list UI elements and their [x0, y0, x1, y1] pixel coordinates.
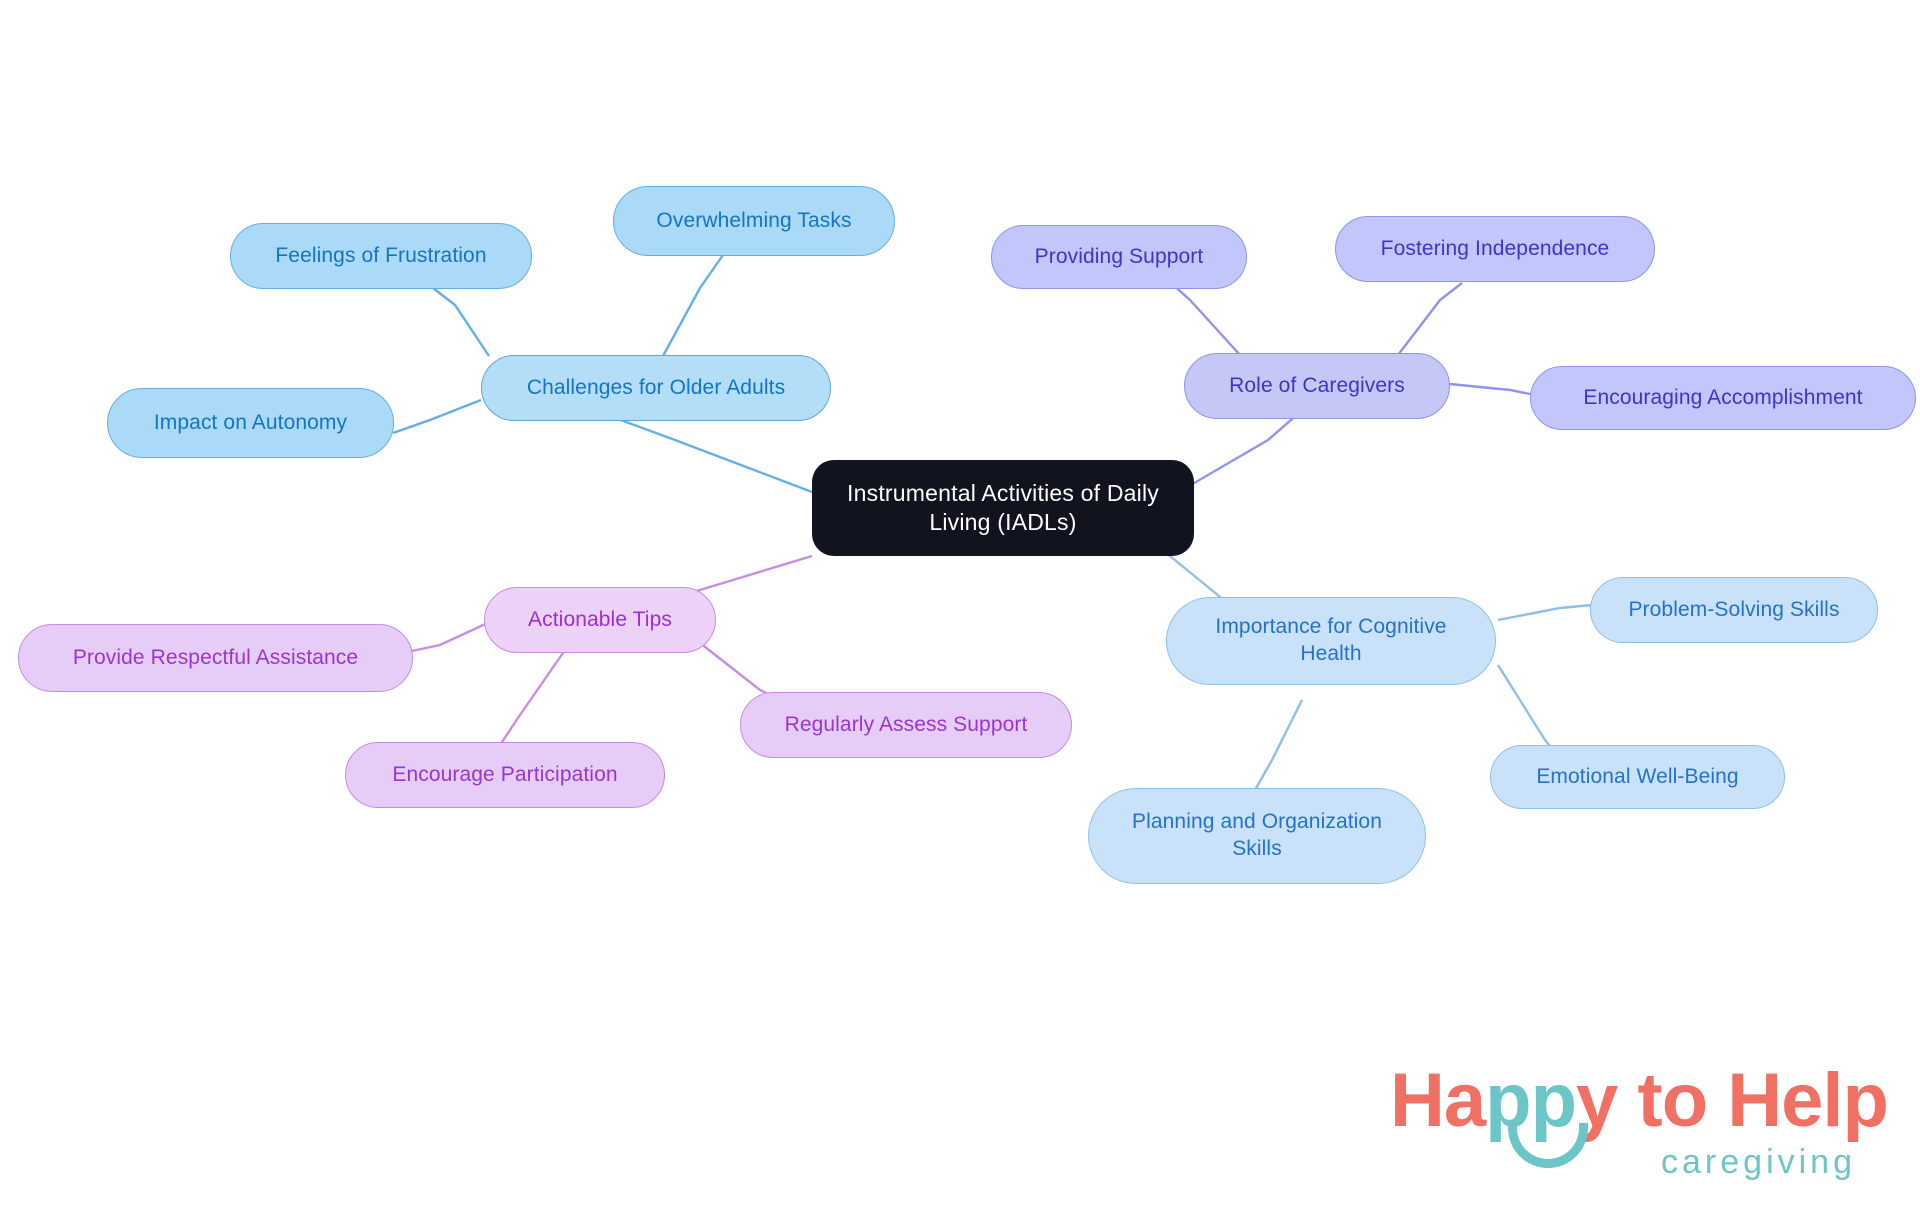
mindmap-node-providing-support[interactable]: Providing Support — [991, 225, 1247, 289]
mindmap-node-impact-on-autonomy[interactable]: Impact on Autonomy — [107, 388, 394, 458]
mindmap-node-challenges-for-older-adults[interactable]: Challenges for Older Adults — [481, 355, 831, 421]
mindmap-node-importance-for-cognitive-health[interactable]: Importance for Cognitive Health — [1166, 597, 1496, 685]
mindmap-node-feelings-of-frustration[interactable]: Feelings of Frustration — [230, 223, 532, 289]
brand-logo: Happy to Help caregiving — [1390, 1063, 1889, 1193]
mindmap-node-role-of-caregivers[interactable]: Role of Caregivers — [1184, 353, 1450, 419]
mindmap-node-root[interactable]: Instrumental Activities of Daily Living … — [812, 460, 1194, 556]
brand-word-happy-prefix: Ha — [1390, 1058, 1486, 1143]
brand-tagline: caregiving — [1661, 1143, 1856, 1181]
mindmap-node-encourage-participation[interactable]: Encourage Participation — [345, 742, 665, 808]
mindmap-node-actionable-tips[interactable]: Actionable Tips — [484, 587, 716, 653]
mindmap-node-overwhelming-tasks[interactable]: Overwhelming Tasks — [613, 186, 895, 256]
mindmap-node-regularly-assess-support[interactable]: Regularly Assess Support — [740, 692, 1072, 758]
mindmap-node-provide-respectful-assistance[interactable]: Provide Respectful Assistance — [18, 624, 413, 692]
smile-icon — [1508, 1123, 1588, 1168]
mindmap-node-fostering-independence[interactable]: Fostering Independence — [1335, 216, 1655, 282]
mindmap-node-planning-and-organization-skills[interactable]: Planning and Organization Skills — [1088, 788, 1426, 884]
mindmap-node-encouraging-accomplishment[interactable]: Encouraging Accomplishment — [1530, 366, 1916, 430]
mindmap-node-emotional-well-being[interactable]: Emotional Well-Being — [1490, 745, 1785, 809]
brand-word-happy-suffix: y to Help — [1576, 1058, 1889, 1143]
mindmap-node-problem-solving-skills[interactable]: Problem-Solving Skills — [1590, 577, 1878, 643]
brand-wordmark: Happy to Help — [1390, 1063, 1889, 1139]
